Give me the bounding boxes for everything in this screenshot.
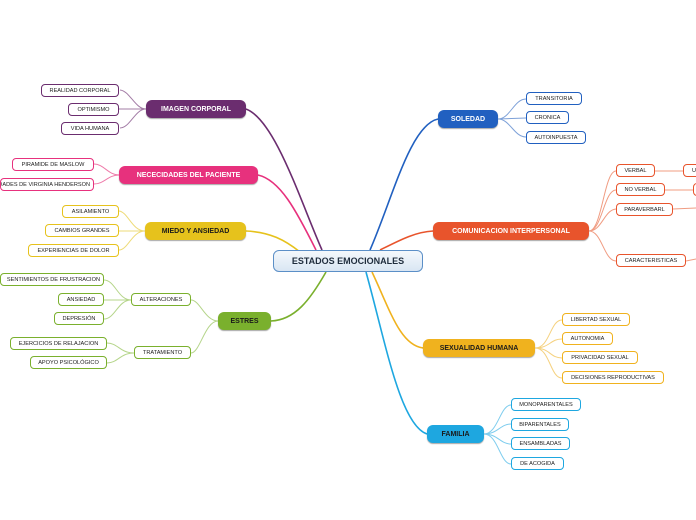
leaf-depresion[interactable]: DEPRESIÓN xyxy=(54,312,104,325)
link-necesidades xyxy=(257,174,317,251)
link-miedo xyxy=(245,230,301,253)
branch-familia[interactable]: FAMILIA xyxy=(427,425,484,443)
leaf-de-acogida[interactable]: DE ACOGIDA xyxy=(511,457,564,470)
leaf-asilamiento[interactable]: ASILAMIENTO xyxy=(62,205,119,218)
leaf-apoyo-psicologico[interactable]: APOYO PSICOLÓGICO xyxy=(30,356,107,369)
leaf-optimismo[interactable]: OPTIMISMO xyxy=(68,103,119,116)
leaf-caracteristicas[interactable]: CARACTERISTICAS xyxy=(616,254,686,267)
leaf-biparentales[interactable]: BIPARENTALES xyxy=(511,418,569,431)
leaf-ensambladas[interactable]: ENSAMBLADAS xyxy=(511,437,570,450)
leaf-autoinpuesta[interactable]: AUTOINPUESTA xyxy=(526,131,586,144)
link-comunicacion xyxy=(379,230,434,251)
branch-comunicacion-interpersonal[interactable]: COMUNICACION INTERPERSONAL xyxy=(433,222,589,240)
link-soledad xyxy=(369,118,439,251)
leaf-piramide-maslow[interactable]: PIRAMIDE DE MASLOW xyxy=(12,158,94,171)
leaf-cambios-grandes[interactable]: CAMBIOS GRANDES xyxy=(45,224,119,237)
branch-miedo-ansiedad[interactable]: MIEDO Y ANSIEDAD xyxy=(145,222,246,240)
leaf-monoparentales[interactable]: MONOPARENTALES xyxy=(511,398,581,411)
root-node[interactable]: ESTADOS EMOCIONALES xyxy=(273,250,423,272)
link-imagen xyxy=(245,108,323,251)
branch-estres[interactable]: ESTRES xyxy=(218,312,271,330)
branch-soledad[interactable]: SOLEDAD xyxy=(438,110,498,128)
branch-necesidades-paciente[interactable]: NECECIDADES DEL PACIENTE xyxy=(119,166,258,184)
leaf-autonomia[interactable]: AUTONOMIA xyxy=(562,332,613,345)
leaf-verbal-child[interactable]: U xyxy=(683,164,696,177)
branch-sexualidad-humana[interactable]: SEXUALIDAD HUMANA xyxy=(423,339,535,357)
leaf-libertad-sexual[interactable]: LIBERTAD SEXUAL xyxy=(562,313,630,326)
branch-imagen-corporal[interactable]: IMAGEN CORPORAL xyxy=(146,100,246,118)
sub-tratamiento[interactable]: TRATAMIENTO xyxy=(134,346,191,359)
leaf-sentimientos-frustracion[interactable]: SENTIMIENTOS DE FRUSTRACION xyxy=(0,273,104,286)
link-estres xyxy=(270,271,327,322)
leaf-experiencias-dolor[interactable]: EXPERIENCIAS DE DOLOR xyxy=(28,244,119,257)
leaf-transitoria[interactable]: TRANSITORIA xyxy=(526,92,582,105)
sub-alteraciones[interactable]: ALTERACIONES xyxy=(131,293,191,306)
leaf-vida-humana[interactable]: VIDA HUMANA xyxy=(61,122,119,135)
leaf-paraverbarl[interactable]: PARAVERBARL xyxy=(616,203,673,216)
link-sexualidad xyxy=(371,271,424,349)
leaf-no-verbal-child[interactable] xyxy=(693,183,696,196)
leaf-ansiedad[interactable]: ANSIEDAD xyxy=(58,293,104,306)
leaf-decisiones-reproductivas[interactable]: DECISIONES REPRODUCTIVAS xyxy=(562,371,664,384)
leaf-verbal[interactable]: VERBAL xyxy=(616,164,655,177)
leaf-no-verbal[interactable]: NO VERBAL xyxy=(616,183,665,196)
link-familia xyxy=(365,271,428,435)
leaf-cronica[interactable]: CRONICA xyxy=(526,111,569,124)
leaf-realidad-corporal[interactable]: REALIDAD CORPORAL xyxy=(41,84,119,97)
leaf-privacidad-sexual[interactable]: PRIVACIDAD SEXUAL xyxy=(562,351,638,364)
leaf-necesidades-henderson[interactable]: NECESIDADES DE VIRGINIA HENDERSON xyxy=(0,178,94,191)
leaf-ejercicios-relajacion[interactable]: EJERCICIOS DE RELAJACION xyxy=(10,337,107,350)
